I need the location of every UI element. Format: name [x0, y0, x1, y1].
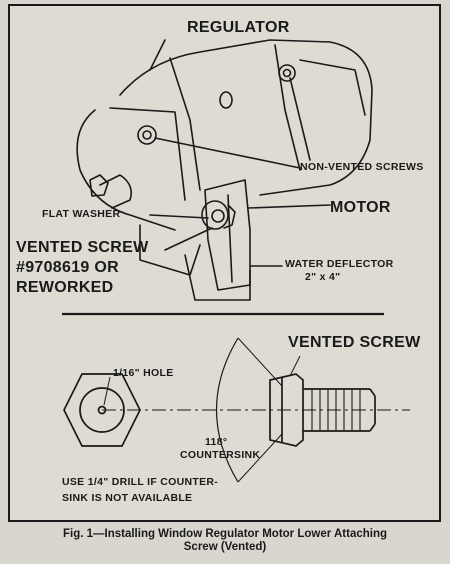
label-vented-screw-line3: REWORKED — [16, 279, 114, 296]
label-water-deflector-line1: WATER DEFLECTOR — [285, 258, 394, 270]
leader-motor — [247, 204, 331, 209]
label-non-vented-screws: NON-VENTED SCREWS — [300, 161, 424, 173]
countersink-angle-arc — [216, 337, 239, 483]
leader-vented-screw — [164, 227, 213, 251]
caption-line1: Fig. 1—Installing Window Regulator Motor… — [62, 528, 388, 540]
label-regulator: REGULATOR — [187, 19, 290, 36]
label-motor: MOTOR — [330, 199, 391, 216]
label-vented-screw-line1: VENTED SCREW — [16, 239, 149, 256]
non-vented-screw-right — [278, 64, 296, 82]
label-countersink-angle: 118° — [205, 436, 228, 448]
label-vented-screw-line2: #9708619 OR — [16, 259, 119, 276]
leader-flat-washer — [149, 214, 209, 219]
leader-vented-screw-detail — [289, 355, 301, 377]
motor-shaft-nut — [89, 174, 109, 197]
angle-line-bottom — [237, 433, 283, 483]
label-drill-note-line1: USE 1/4" DRILL IF COUNTER- — [62, 476, 219, 488]
figure-caption: Fig. 1—Installing Window Regulator Motor… — [0, 528, 450, 554]
figure-frame — [8, 4, 441, 522]
hex-head-front-view — [63, 373, 141, 447]
water-deflector — [204, 179, 251, 291]
leader-non-vented-2 — [289, 77, 311, 161]
leader-hole — [103, 376, 111, 406]
leader-regulator — [149, 39, 166, 71]
non-vented-screw-left — [137, 125, 157, 145]
caption-line2: Screw (Vented) — [183, 541, 267, 553]
leader-non-vented-1 — [154, 137, 301, 169]
label-hole: 1/16" HOLE — [113, 367, 174, 379]
angle-line-top — [237, 337, 283, 387]
label-countersink: COUNTERSINK — [180, 449, 261, 461]
label-drill-note-line2: SINK IS NOT AVAILABLE — [62, 492, 193, 504]
vented-screw-assembly — [201, 200, 236, 230]
motor-body — [76, 107, 251, 301]
label-water-deflector-line2: 2" x 4" — [305, 271, 341, 283]
label-vented-screw-detail: VENTED SCREW — [288, 334, 421, 351]
regulator-plate — [119, 39, 373, 196]
label-flat-washer: FLAT WASHER — [42, 208, 121, 220]
